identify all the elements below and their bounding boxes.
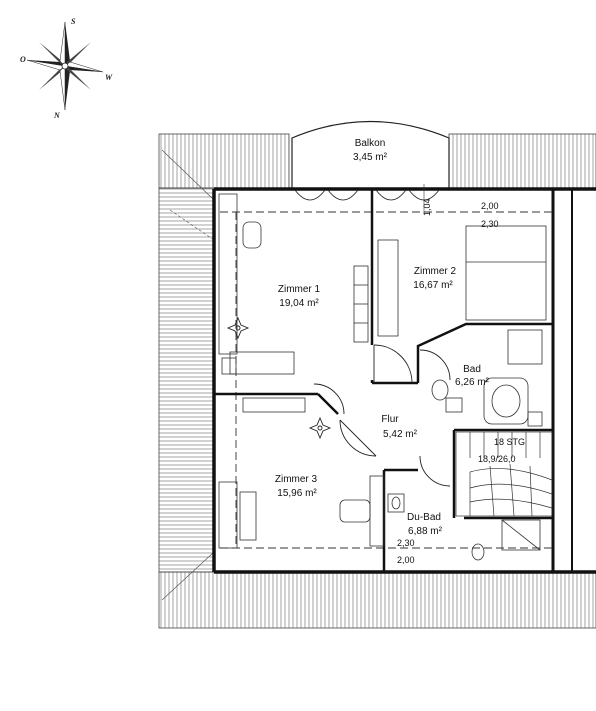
bad-fixtures [431, 329, 543, 427]
roof-overhang [158, 133, 596, 629]
compass-label-top: S [71, 17, 76, 26]
dimension-bottom-lower: 2,00 [397, 555, 415, 565]
dimension-top-lower: 2,30 [481, 219, 499, 229]
zimmer2-area: 16,67 m² [413, 280, 453, 291]
compass-label-left: O [20, 55, 26, 64]
balcony-doors [294, 189, 440, 201]
zimmer1-name: Zimmer 1 [278, 284, 321, 295]
balcony-area: 3,45 m² [353, 152, 388, 163]
stairs-count: 18 STG [494, 437, 525, 447]
zimmer1-area: 19,04 m² [279, 298, 319, 309]
balcony-name: Balkon [355, 138, 386, 149]
compass-rose: S N O W [20, 17, 113, 120]
bad-name: Bad [463, 364, 481, 375]
flur-area: 5,42 m² [383, 429, 418, 440]
zimmer3-name: Zimmer 3 [275, 474, 318, 485]
plant-icon [226, 316, 250, 340]
stairs-ratio: 18,9/26,0 [478, 454, 516, 464]
plant-icon [308, 416, 332, 440]
compass-label-right: W [105, 73, 113, 82]
exterior-walls [212, 187, 596, 574]
flur-name: Flur [381, 414, 399, 425]
zimmer3-furniture [218, 397, 385, 549]
compass-label-bottom: N [53, 111, 61, 120]
interior-walls [214, 189, 553, 572]
dubad-name: Du-Bad [407, 512, 441, 523]
dubad-area: 6,88 m² [408, 526, 443, 537]
doors [313, 344, 451, 487]
balcony: Balkon 3,45 m² [291, 120, 450, 188]
zimmer3-area: 15,96 m² [277, 488, 317, 499]
dimension-window-height: 1,04 [422, 198, 432, 216]
dubad-fixtures [387, 493, 541, 561]
zimmer1-furniture [218, 193, 399, 375]
bad-area: 6,26 m² [455, 377, 490, 388]
dimension-top-upper: 2,00 [481, 201, 499, 211]
staircase [455, 431, 553, 517]
dimension-bottom-upper: 2,30 [397, 538, 415, 548]
zimmer2-name: Zimmer 2 [414, 266, 457, 277]
knee-wall-lines [220, 211, 553, 549]
compass-star-icon [26, 21, 104, 111]
zimmer2-furniture [465, 225, 547, 321]
